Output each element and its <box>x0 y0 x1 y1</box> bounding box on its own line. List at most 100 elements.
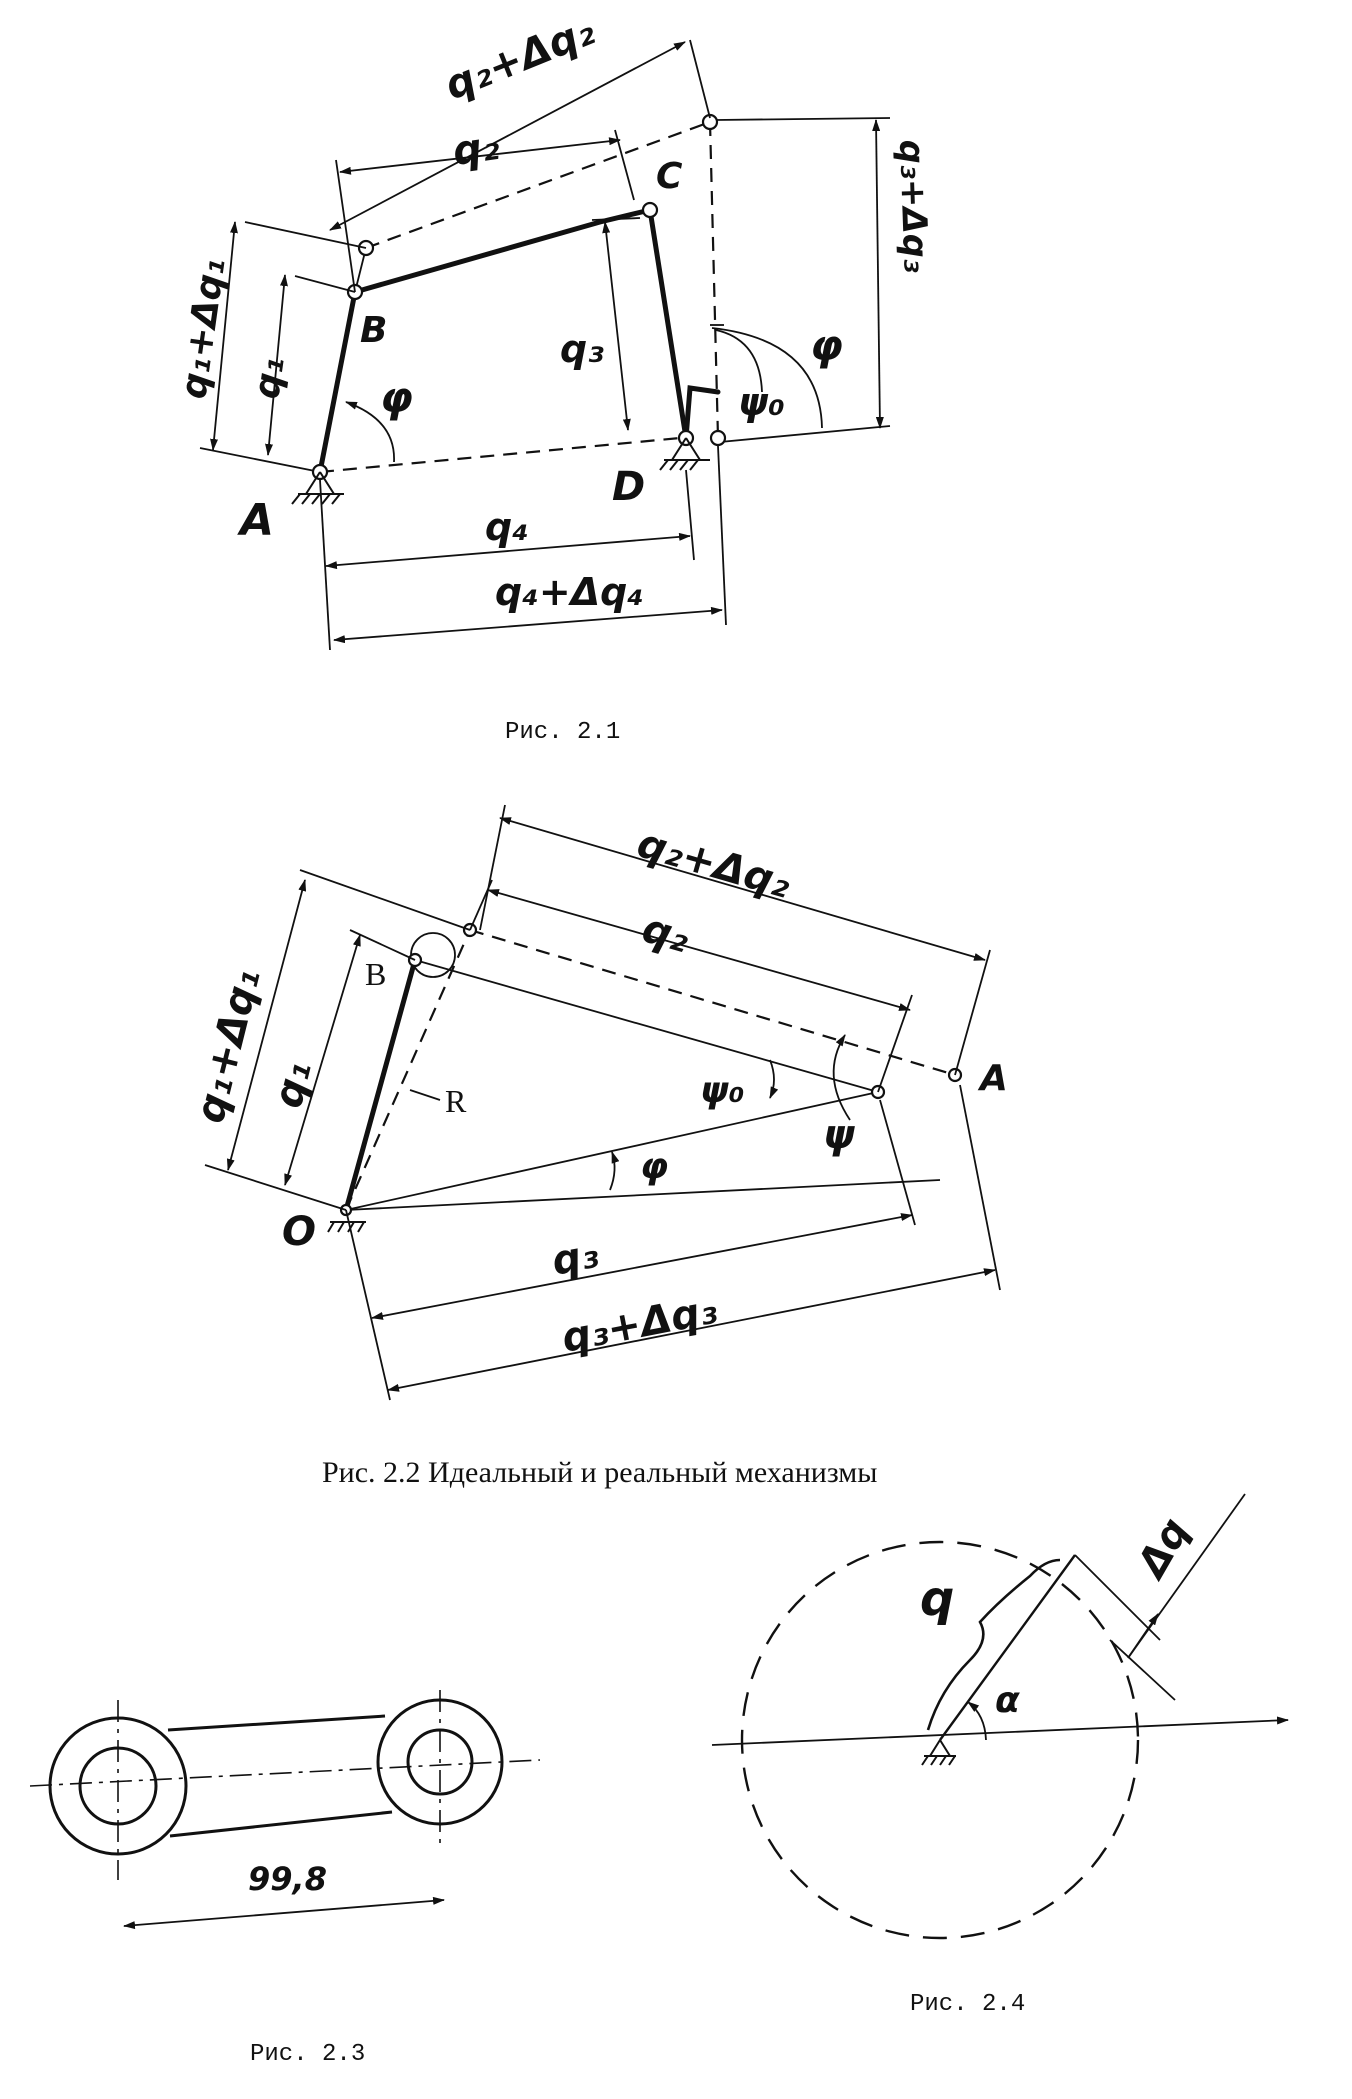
fig4-radius <box>939 1554 1076 1741</box>
fig1-label-phi2: φ <box>810 321 843 370</box>
fig1-dim-q4 <box>325 532 691 570</box>
fig2-label-q2d: q₂+Δq₂ <box>632 820 796 908</box>
fig3-centerline <box>29 1759 541 1787</box>
fig2-support-o <box>327 1221 366 1233</box>
fig1-angle-phi <box>345 401 395 463</box>
fig1-joint-d-real <box>709 429 727 447</box>
fig2-ref-line <box>345 1179 941 1211</box>
fig1-label-b: B <box>360 310 387 351</box>
fig1-label-d: D <box>612 464 645 510</box>
fig2-label-o: O <box>282 1209 316 1255</box>
fig3-hole-right <box>406 1728 474 1796</box>
fig2-label-a: A <box>977 1058 1008 1099</box>
fig1-dim-q3d <box>872 119 884 429</box>
fig2-dim-q3d <box>387 1268 996 1392</box>
fig4-caption: Рис. 2.4 <box>910 1991 1025 2018</box>
fig2-label-psi0: ψ₀ <box>700 1070 745 1111</box>
fig2-ext-q1d-top <box>299 869 471 931</box>
fig1-link-cd <box>647 207 689 441</box>
fig4-ext-1 <box>1074 1554 1161 1641</box>
fig1-angle-phi2 <box>711 327 823 429</box>
fig1-ext-q4-left <box>319 479 331 651</box>
fig4-angle-alpha <box>967 1701 987 1741</box>
fig1-ext-q3d-top <box>715 117 891 121</box>
fig1-ext-q1-top <box>294 275 356 293</box>
fig2-dim-q1 <box>284 934 361 1186</box>
fig2-angle-psi0 <box>769 1059 779 1099</box>
figure-2-4: q Δq α Рис. 2.4 <box>711 1493 1289 2018</box>
fig2-link-ba <box>414 959 879 1093</box>
fig2-link-oa <box>345 1091 879 1211</box>
fig3-dimension-line <box>123 1896 445 1930</box>
fig1-dim-q1d <box>210 221 238 451</box>
fig3-dimension-label: 99,8 <box>248 1860 327 1898</box>
fig1-ext-q1d-top <box>244 221 367 249</box>
fig1-caption: Рис. 2.1 <box>505 719 620 746</box>
fig2-ext-q1-top <box>349 929 416 961</box>
fig1-ground-ext-right <box>719 425 891 443</box>
fig2-label-r: R <box>445 1083 467 1119</box>
fig1-label-phi: φ <box>380 373 413 422</box>
fig1-link-ab <box>317 289 358 475</box>
fig3-hole-left <box>78 1746 158 1826</box>
fig2-label-psi: ψ <box>823 1112 855 1158</box>
fig1-label-q2d: q₂+Δq₂ <box>439 8 602 110</box>
fig1-label-psi0: ψ₀ <box>738 380 785 424</box>
fig2-ext-q3-right <box>879 1099 916 1226</box>
fig4-label-dq: Δq <box>1127 1510 1198 1587</box>
fig1-ext-q3-top <box>591 217 641 221</box>
fig1-support-a <box>291 471 344 505</box>
fig1-angle-psi0 <box>715 329 763 393</box>
fig1-label-q4d: q₄+Δq₄ <box>495 570 644 614</box>
fig3-caption: Рис. 2.3 <box>250 2041 365 2068</box>
figure-2-1: A B C D q₁ q₁+Δq₁ q₂ q₂+Δq₂ q₃ q₃+Δq₃ q₄… <box>173 8 935 746</box>
fig2-angle-phi <box>609 1151 620 1191</box>
fig2-link-ob <box>343 957 418 1213</box>
fig3-web-top <box>167 1714 386 1732</box>
fig2-label-q2: q₂ <box>637 905 695 962</box>
fig4-dashed-circle <box>740 1540 1140 1940</box>
fig2-dim-q1d <box>226 879 307 1171</box>
fig2-ext-q3-left <box>345 1209 391 1401</box>
fig2-ext-q1-bottom <box>204 1164 347 1211</box>
fig2-dim-q2 <box>487 889 911 1011</box>
fig1-joint-c <box>641 201 659 219</box>
fig1-label-q2: q₂ <box>450 123 503 175</box>
figure-2-3: 99,8 Рис. 2.3 <box>29 1690 541 2068</box>
fig1-label-q3: q₃ <box>560 327 604 371</box>
fig1-label-a: A <box>237 495 274 546</box>
fig1-dim-q4d <box>333 606 723 644</box>
fig1-ext-q2d-right <box>689 39 711 119</box>
fig4-label-q: q <box>920 1571 954 1627</box>
fig4-axis <box>711 1716 1289 1746</box>
fig1-link-d-stub <box>683 385 721 441</box>
fig1-support-d <box>659 437 710 471</box>
fig4-dq-dim <box>1127 1613 1159 1659</box>
fig2-label-q3: q₃ <box>548 1231 603 1285</box>
fig3-web-bottom <box>169 1810 393 1838</box>
fig4-ext-2 <box>1109 1639 1176 1701</box>
fig4-support <box>921 1739 956 1766</box>
fig2-ext-q2-right <box>877 994 913 1093</box>
fig2-ext-q2d-left <box>479 804 506 931</box>
fig1-dim-q3 <box>602 221 631 431</box>
fig3-boss-right <box>376 1698 504 1826</box>
fig2-label-q3d: q₃+Δq₃ <box>558 1287 721 1362</box>
fig2-caption: Рис. 2.2 Идеальный и реальный механизмы <box>322 1456 877 1489</box>
fig2-ext-q3d-right <box>959 1084 1001 1291</box>
fig2-angle-psi <box>832 1034 851 1121</box>
fig1-label-q3d: q₃+Δq₃ <box>891 139 936 274</box>
figure-2-2: O B A R q₁ q₁+Δq₁ q₂ q₂+Δq₂ q₃ q₃+Δq₃ φ … <box>187 804 1008 1489</box>
fig1-ground-line <box>319 436 681 474</box>
fig1-label-q1: q₁ <box>246 354 292 401</box>
fig1-ground-ext <box>199 447 321 473</box>
fig2-label-b: B <box>365 956 386 992</box>
fig2-label-q1: q₁ <box>265 1057 321 1113</box>
fig1-dim-q1 <box>265 274 288 456</box>
fig2-label-phi: φ <box>640 1146 668 1187</box>
fig1-ext-q4d-right <box>717 445 727 626</box>
fig1-real-link-cd <box>708 121 720 439</box>
fig1-label-q4: q₄ <box>485 505 529 549</box>
fig2-dim-q2d <box>499 817 986 961</box>
